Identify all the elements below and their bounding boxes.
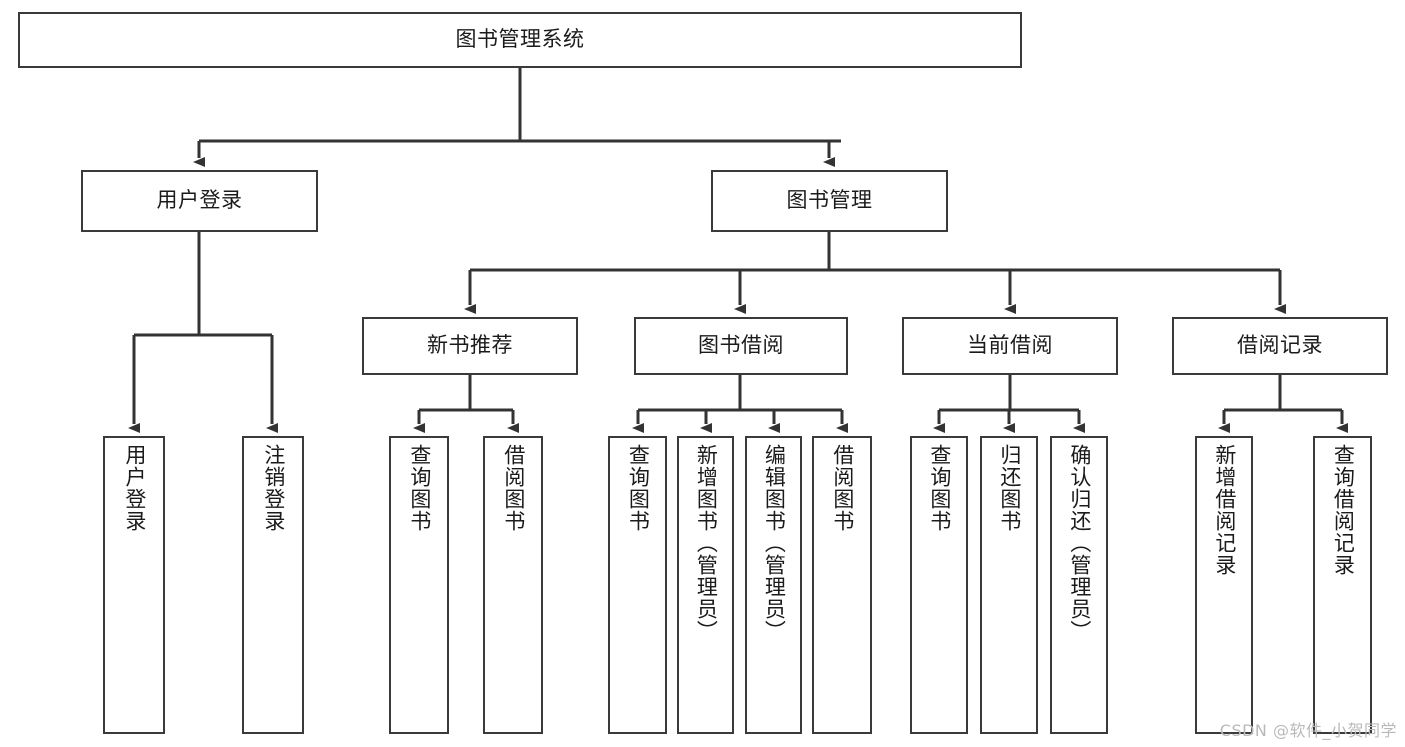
node-leaf-add-borrow-record[interactable]: 新增借阅记录 xyxy=(1195,436,1253,734)
node-leaf-borrow-book-rec[interactable]: 借阅图书 xyxy=(483,436,543,734)
node-leaf-add-book-admin[interactable]: 新增图书（管理员） xyxy=(677,436,734,734)
node-leaf-borrow-book-label: 借阅图书 xyxy=(830,444,855,532)
node-leaf-return-book-label: 归还图书 xyxy=(997,444,1022,532)
node-root-label: 图书管理系统 xyxy=(455,27,585,52)
node-leaf-user-login[interactable]: 用户登录 xyxy=(103,436,165,734)
node-book-borrow[interactable]: 图书借阅 xyxy=(634,317,848,375)
node-new-book-recommend-label: 新书推荐 xyxy=(427,333,513,358)
node-leaf-borrow-book-rec-label: 借阅图书 xyxy=(501,444,526,532)
node-book-borrow-label: 图书借阅 xyxy=(698,333,784,358)
node-leaf-user-login-label: 用户登录 xyxy=(122,444,147,532)
node-new-book-recommend[interactable]: 新书推荐 xyxy=(362,317,578,375)
node-leaf-query-borrow-record-label: 查询借阅记录 xyxy=(1331,444,1356,576)
node-leaf-query-book-borrow-label: 查询图书 xyxy=(626,444,651,532)
node-leaf-add-book-admin-label: 新增图书（管理员） xyxy=(694,444,719,642)
node-user-login-label: 用户登录 xyxy=(156,188,243,213)
csdn-watermark: CSDN @软件_小贺同学 xyxy=(1219,721,1397,740)
node-leaf-query-book-rec[interactable]: 查询图书 xyxy=(389,436,449,734)
node-leaf-return-book[interactable]: 归还图书 xyxy=(980,436,1038,734)
node-leaf-query-borrow-record[interactable]: 查询借阅记录 xyxy=(1313,436,1372,734)
node-current-borrow-label: 当前借阅 xyxy=(967,333,1053,358)
node-user-login[interactable]: 用户登录 xyxy=(81,170,318,232)
node-book-management-label: 图书管理 xyxy=(786,188,873,213)
node-leaf-edit-book-admin-label: 编辑图书（管理员） xyxy=(762,444,787,642)
node-borrow-records-label: 借阅记录 xyxy=(1237,333,1323,358)
node-leaf-confirm-return[interactable]: 确认归还（管理员） xyxy=(1050,436,1108,734)
node-leaf-query-book-current[interactable]: 查询图书 xyxy=(910,436,968,734)
node-leaf-user-logout[interactable]: 注销登录 xyxy=(242,436,304,734)
node-current-borrow[interactable]: 当前借阅 xyxy=(902,317,1118,375)
node-leaf-edit-book-admin[interactable]: 编辑图书（管理员） xyxy=(745,436,802,734)
node-leaf-confirm-return-label: 确认归还（管理员） xyxy=(1067,444,1092,642)
node-book-management[interactable]: 图书管理 xyxy=(711,170,948,232)
node-leaf-user-logout-label: 注销登录 xyxy=(261,444,286,532)
node-root[interactable]: 图书管理系统 xyxy=(18,12,1022,68)
node-leaf-add-borrow-record-label: 新增借阅记录 xyxy=(1212,444,1237,576)
node-leaf-query-book-rec-label: 查询图书 xyxy=(407,444,432,532)
node-leaf-borrow-book[interactable]: 借阅图书 xyxy=(812,436,872,734)
node-leaf-query-book-borrow[interactable]: 查询图书 xyxy=(608,436,667,734)
node-leaf-query-book-current-label: 查询图书 xyxy=(927,444,952,532)
node-borrow-records[interactable]: 借阅记录 xyxy=(1172,317,1388,375)
